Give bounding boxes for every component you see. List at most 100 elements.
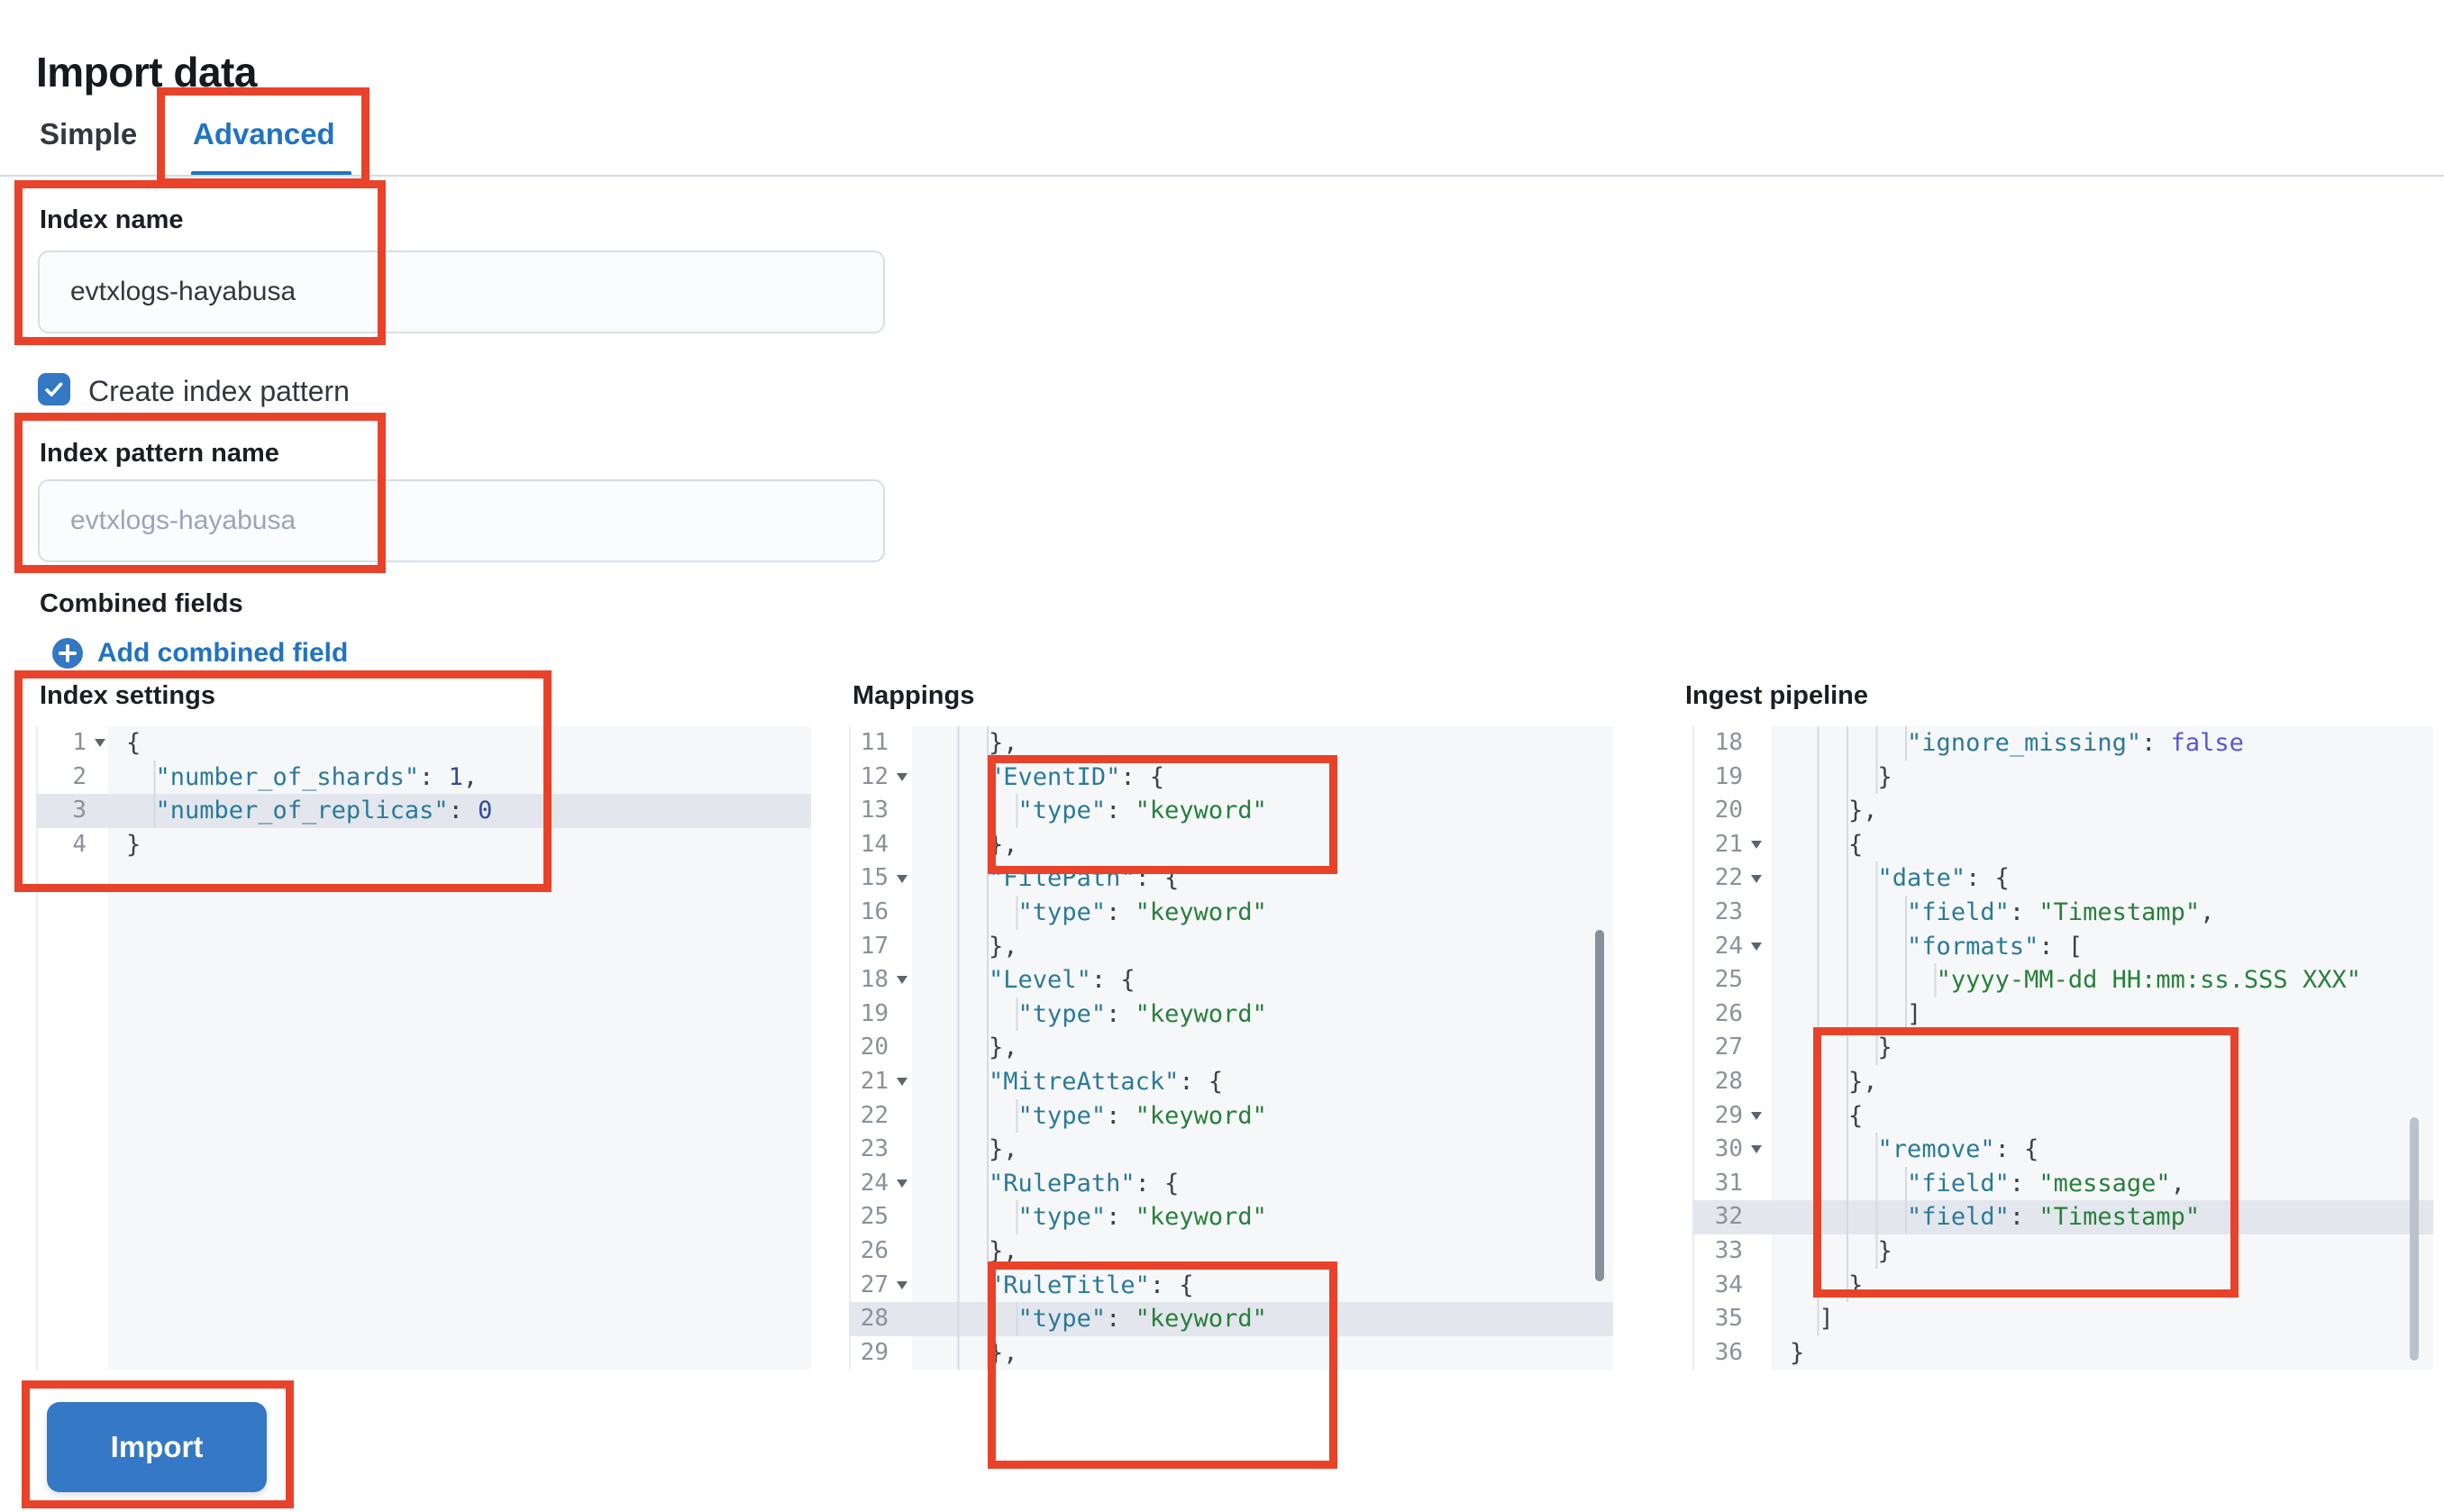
tab-advanced[interactable]: Advanced: [193, 117, 335, 150]
fold-arrow-icon[interactable]: [892, 861, 916, 896]
code-line[interactable]: 17 },: [849, 929, 1613, 964]
fold-spacer: [892, 896, 916, 930]
fold-arrow-icon[interactable]: [1746, 930, 1775, 964]
code-line[interactable]: 30 "remove": {: [1692, 1133, 2433, 1167]
code-line[interactable]: 21 {: [1692, 827, 2433, 862]
code-line[interactable]: 19 }: [1692, 760, 2433, 795]
code-line[interactable]: 34 }: [1692, 1268, 2433, 1303]
code-line[interactable]: 28 "type": "keyword": [849, 1302, 1613, 1336]
code-text: },: [916, 1335, 1613, 1370]
mappings-scrollbar[interactable]: [1595, 930, 1604, 1281]
code-line[interactable]: 27 "RuleTitle": {: [849, 1268, 1613, 1303]
code-line[interactable]: 1{: [36, 726, 811, 761]
code-line[interactable]: 26 ]: [1692, 997, 2433, 1032]
code-line[interactable]: 24 "RulePath": {: [849, 1166, 1613, 1201]
fold-spacer: [1746, 963, 1775, 997]
fold-spacer: [892, 1200, 916, 1234]
index-settings-editor[interactable]: 1{2 "number_of_shards": 1,3 "number_of_r…: [36, 726, 811, 1370]
code-line[interactable]: 28 },: [1692, 1064, 2433, 1099]
code-text: "Level": {: [916, 963, 1613, 997]
code-line[interactable]: 23 "field": "Timestamp",: [1692, 895, 2433, 930]
checkmark-icon: [45, 382, 63, 396]
code-text: },: [916, 1234, 1613, 1269]
code-line[interactable]: 18 "ignore_missing": false: [1692, 726, 2433, 761]
line-number: 25: [860, 1203, 889, 1231]
code-line[interactable]: 33 }: [1692, 1234, 2433, 1269]
fold-arrow-icon[interactable]: [892, 1167, 916, 1201]
code-line[interactable]: 31 "field": "message",: [1692, 1166, 2433, 1201]
code-line[interactable]: 3 "number_of_replicas": 0: [36, 794, 811, 828]
index-name-input[interactable]: [38, 250, 885, 333]
line-number: 31: [1714, 1169, 1743, 1197]
code-line[interactable]: 25 "yyyy-MM-dd HH:mm:ss.SSS XXX": [1692, 963, 2433, 997]
code-line[interactable]: 29 {: [1692, 1098, 2433, 1134]
code-line[interactable]: 26 },: [849, 1234, 1613, 1269]
code-line[interactable]: 20 },: [849, 1031, 1613, 1065]
line-number: 17: [860, 932, 889, 960]
code-line[interactable]: 20 },: [1692, 794, 2433, 828]
code-text: "date": {: [1775, 861, 2433, 896]
line-number: 33: [1714, 1236, 1743, 1264]
code-text: "field": "message",: [1775, 1166, 2433, 1201]
code-line[interactable]: 25 "type": "keyword": [849, 1200, 1613, 1234]
code-line[interactable]: 32 "field": "Timestamp": [1692, 1200, 2433, 1234]
code-line[interactable]: 19 "type": "keyword": [849, 997, 1613, 1032]
line-number: 26: [1714, 999, 1743, 1027]
code-line[interactable]: 29 },: [849, 1335, 1613, 1370]
line-number: 29: [860, 1338, 889, 1366]
fold-spacer: [1746, 1302, 1775, 1336]
code-text: }: [1775, 760, 2433, 795]
fold-arrow-icon[interactable]: [90, 726, 112, 761]
fold-arrow-icon[interactable]: [892, 963, 916, 997]
tab-simple[interactable]: Simple: [40, 117, 138, 150]
create-index-pattern-checkbox[interactable]: [38, 373, 70, 405]
code-line[interactable]: 27 }: [1692, 1031, 2433, 1065]
code-text: "FilePath": {: [916, 861, 1613, 896]
code-text: "type": "keyword": [916, 1200, 1613, 1234]
code-text: "type": "keyword": [916, 1302, 1613, 1336]
fold-arrow-icon[interactable]: [1746, 1099, 1775, 1134]
fold-arrow-icon[interactable]: [892, 1269, 916, 1303]
code-line[interactable]: 13 "type": "keyword": [849, 794, 1613, 828]
mappings-editor[interactable]: 11 },12 "EventID": {13 "type": "keyword"…: [849, 726, 1613, 1370]
fold-arrow-icon[interactable]: [1746, 828, 1775, 862]
code-line[interactable]: 4}: [36, 828, 811, 862]
code-line[interactable]: 21 "MitreAttack": {: [849, 1064, 1613, 1099]
fold-arrow-icon[interactable]: [1746, 1133, 1775, 1167]
line-number: 36: [1714, 1338, 1743, 1366]
code-text: "field": "Timestamp": [1775, 1200, 2433, 1234]
code-line[interactable]: 11 },: [849, 726, 1613, 761]
code-line[interactable]: 15 "FilePath": {: [849, 861, 1613, 896]
mappings-label: Mappings: [853, 681, 975, 710]
ingest-pipeline-scrollbar[interactable]: [2410, 1117, 2419, 1361]
code-text: "MitreAttack": {: [916, 1064, 1613, 1099]
code-line[interactable]: 36}: [1692, 1336, 2433, 1370]
line-number: 11: [860, 729, 889, 756]
code-line[interactable]: 16 "type": "keyword": [849, 895, 1613, 930]
code-line[interactable]: 14 },: [849, 827, 1613, 862]
code-text: "RulePath": {: [916, 1166, 1613, 1201]
line-number: 26: [860, 1236, 889, 1264]
fold-spacer: [1746, 1031, 1775, 1065]
code-line[interactable]: 35 ]: [1692, 1302, 2433, 1336]
code-line[interactable]: 23 },: [849, 1133, 1613, 1167]
code-line[interactable]: 18 "Level": {: [849, 963, 1613, 997]
add-combined-field-link[interactable]: Add combined field: [52, 638, 348, 669]
line-number: 1: [72, 729, 87, 756]
code-text: }: [1775, 1031, 2433, 1065]
fold-arrow-icon[interactable]: [892, 1065, 916, 1099]
code-line[interactable]: 22 "type": "keyword": [849, 1098, 1613, 1134]
fold-arrow-icon[interactable]: [892, 761, 916, 795]
code-line[interactable]: 2 "number_of_shards": 1,: [36, 760, 811, 795]
code-line[interactable]: 22 "date": {: [1692, 861, 2433, 896]
fold-spacer: [1746, 1167, 1775, 1201]
code-line[interactable]: 24 "formats": [: [1692, 929, 2433, 964]
code-text: "yyyy-MM-dd HH:mm:ss.SSS XXX": [1775, 963, 2433, 997]
code-text: }: [1775, 1234, 2433, 1269]
index-pattern-name-input[interactable]: [38, 479, 885, 562]
code-line[interactable]: 12 "EventID": {: [849, 760, 1613, 795]
fold-arrow-icon[interactable]: [1746, 861, 1775, 896]
import-button[interactable]: Import: [47, 1402, 267, 1492]
